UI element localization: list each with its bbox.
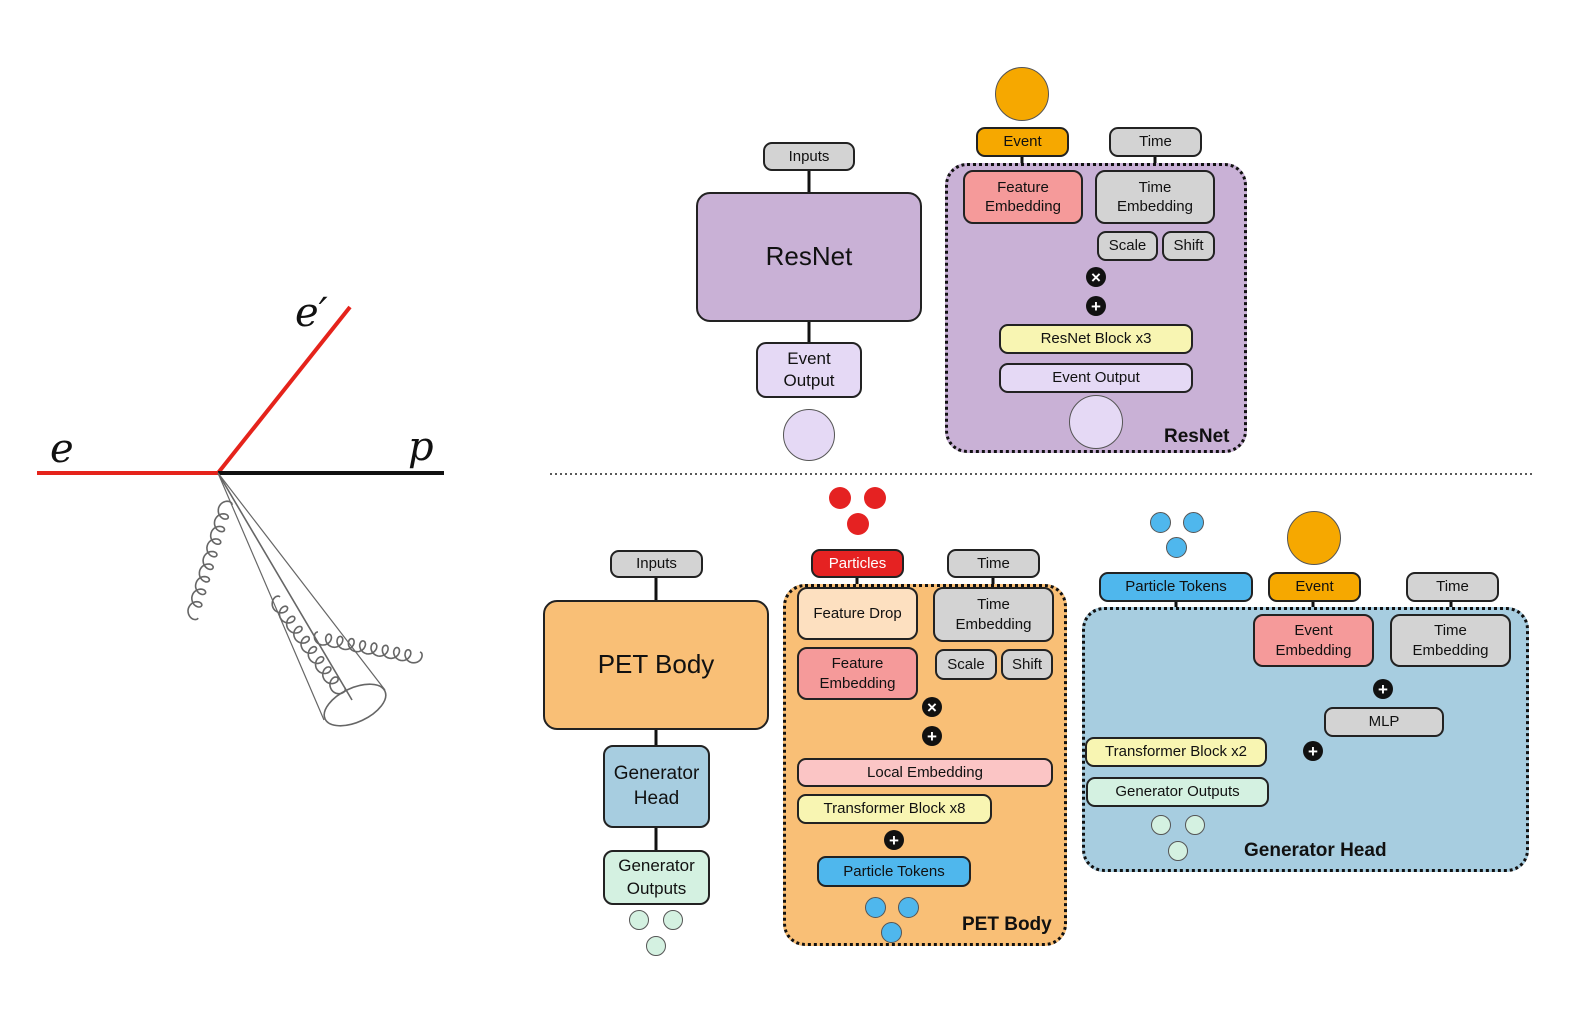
pet-shift-box: Shift bbox=[1001, 649, 1053, 680]
head-conditioning-add-op: + bbox=[1303, 741, 1323, 761]
pet-time-box: Time bbox=[947, 549, 1040, 578]
resnet-time-box: Time bbox=[1109, 127, 1202, 157]
input-token-circle bbox=[1166, 537, 1187, 558]
input-particle-circle bbox=[829, 487, 851, 509]
pet-particle-tokens-box: Particle Tokens bbox=[817, 856, 971, 887]
token-circle bbox=[865, 897, 886, 918]
pet-multiply-op: × bbox=[922, 697, 942, 717]
gluon-3 bbox=[313, 631, 423, 664]
head-event-box: Event bbox=[1268, 572, 1361, 602]
pet-feature-drop-box: Feature Drop bbox=[797, 587, 918, 640]
resnet-inputs-box: Inputs bbox=[763, 142, 855, 171]
output-particle-circle bbox=[646, 936, 666, 956]
feynman-diagram: e e′ p bbox=[37, 290, 444, 727]
label-e: e bbox=[50, 426, 74, 472]
output-particle-circle bbox=[663, 910, 683, 930]
head-output-circle bbox=[1168, 841, 1188, 861]
head-add-op: + bbox=[1373, 679, 1393, 699]
resnet-event-input-circle bbox=[995, 67, 1049, 121]
resnet-time-embedding-box: Time Embedding bbox=[1095, 170, 1215, 224]
pet-add-op: + bbox=[922, 726, 942, 746]
jet-cone bbox=[323, 683, 387, 727]
generator-head-region-label: Generator Head bbox=[1244, 840, 1387, 861]
pet-transformer-block-box: Transformer Block x8 bbox=[797, 794, 992, 824]
input-particle-circle bbox=[864, 487, 886, 509]
pet-local-embedding-box: Local Embedding bbox=[797, 758, 1053, 787]
resnet-block-box: ResNet Block x3 bbox=[999, 324, 1193, 354]
label-p: p bbox=[408, 424, 434, 470]
output-particle-circle bbox=[629, 910, 649, 930]
head-event-input-circle bbox=[1287, 511, 1341, 565]
jet-cone-edge-2 bbox=[217, 472, 386, 691]
resnet-multiply-op: × bbox=[1086, 267, 1106, 287]
token-circle bbox=[881, 922, 902, 943]
jet-cone-edge-1 bbox=[217, 472, 325, 721]
pet-inputs-box: Inputs bbox=[610, 550, 703, 578]
input-particle-circle bbox=[847, 513, 869, 535]
resnet-scale-box: Scale bbox=[1097, 231, 1158, 261]
resnet-detail-output-circle bbox=[1069, 395, 1123, 449]
pet-residual-add-op: + bbox=[884, 830, 904, 850]
head-time-box: Time bbox=[1406, 572, 1499, 602]
pet-time-embedding-box: Time Embedding bbox=[933, 587, 1054, 642]
input-token-circle bbox=[1150, 512, 1171, 533]
resnet-event-box: Event bbox=[976, 127, 1069, 157]
input-token-circle bbox=[1183, 512, 1204, 533]
scattered-electron-line bbox=[216, 305, 352, 475]
head-transformer-block-box: Transformer Block x2 bbox=[1085, 737, 1267, 767]
head-mlp-box: MLP bbox=[1324, 707, 1444, 737]
token-circle bbox=[898, 897, 919, 918]
resnet-event-output-detail-box: Event Output bbox=[999, 363, 1193, 393]
head-output-circle bbox=[1185, 815, 1205, 835]
head-generator-outputs-box: Generator Outputs bbox=[1086, 777, 1269, 807]
pet-particles-box: Particles bbox=[811, 549, 904, 578]
generator-outputs-overview-box: Generator Outputs bbox=[603, 850, 710, 905]
pet-feature-embedding-box: Feature Embedding bbox=[797, 647, 918, 700]
resnet-event-output-box: Event Output bbox=[756, 342, 862, 398]
head-particle-tokens-box: Particle Tokens bbox=[1099, 572, 1253, 602]
resnet-shift-box: Shift bbox=[1162, 231, 1215, 261]
gluon-2 bbox=[271, 595, 347, 695]
head-time-embedding-box: Time Embedding bbox=[1390, 614, 1511, 667]
pet-body-region-label: PET Body bbox=[962, 914, 1052, 935]
resnet-add-op: + bbox=[1086, 296, 1106, 316]
head-output-circle bbox=[1151, 815, 1171, 835]
resnet-feature-embedding-box: Feature Embedding bbox=[963, 170, 1083, 224]
resnet-output-circle bbox=[783, 409, 835, 461]
gluon-1 bbox=[187, 500, 233, 621]
pet-scale-box: Scale bbox=[935, 649, 997, 680]
resnet-region-label: ResNet bbox=[1164, 426, 1230, 447]
pet-body-main-box: PET Body bbox=[543, 600, 769, 730]
label-e-prime: e′ bbox=[295, 290, 328, 336]
generator-head-overview-box: Generator Head bbox=[603, 745, 710, 828]
quark-line bbox=[217, 472, 353, 701]
resnet-main-box: ResNet bbox=[696, 192, 922, 322]
head-event-embedding-box: Event Embedding bbox=[1253, 614, 1374, 667]
